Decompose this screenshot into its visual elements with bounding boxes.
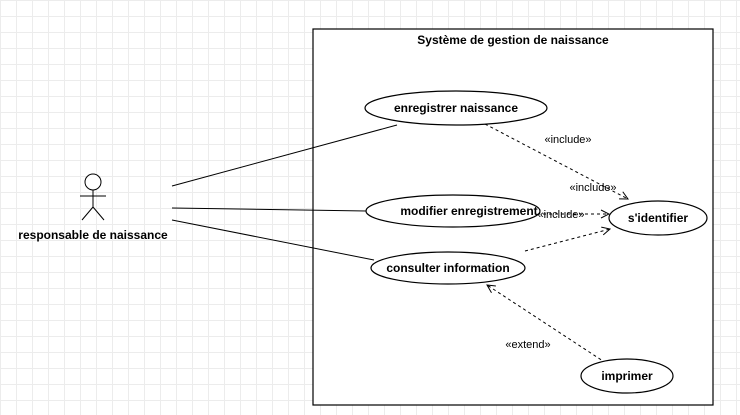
extend-label: «extend» xyxy=(505,339,550,351)
use-case-label: imprimer xyxy=(601,369,653,383)
use-case-imprimer[interactable]: imprimer xyxy=(580,358,674,394)
system-title: Système de gestion de naissance xyxy=(417,33,609,47)
include-label-2: «include» xyxy=(569,182,616,194)
use-case-label: enregistrer naissance xyxy=(394,101,518,115)
association-enregistrer[interactable] xyxy=(171,124,398,187)
actor-label: responsable de naissance xyxy=(18,228,168,242)
use-case-s-identifier[interactable]: s'identifier xyxy=(608,200,708,236)
use-case-label: modifier enregistrement xyxy=(400,204,537,218)
include-label-1: «include» xyxy=(544,134,591,146)
use-case-consulter-information[interactable]: consulter information xyxy=(370,251,526,285)
use-case-modifier-enregistrement[interactable]: modifier enregistrement xyxy=(365,194,541,228)
use-case-label: consulter information xyxy=(386,261,509,275)
include-arrow-enregistrer[interactable] xyxy=(484,123,628,199)
association-consulter[interactable] xyxy=(171,219,375,261)
actor-figure[interactable] xyxy=(80,173,106,221)
association-modifier[interactable] xyxy=(171,207,367,212)
use-case-enregistrer-naissance[interactable]: enregistrer naissance xyxy=(364,90,548,126)
include-label-3: «include» xyxy=(537,209,584,221)
use-case-label: s'identifier xyxy=(628,211,689,225)
include-arrow-consulter[interactable] xyxy=(524,229,610,252)
